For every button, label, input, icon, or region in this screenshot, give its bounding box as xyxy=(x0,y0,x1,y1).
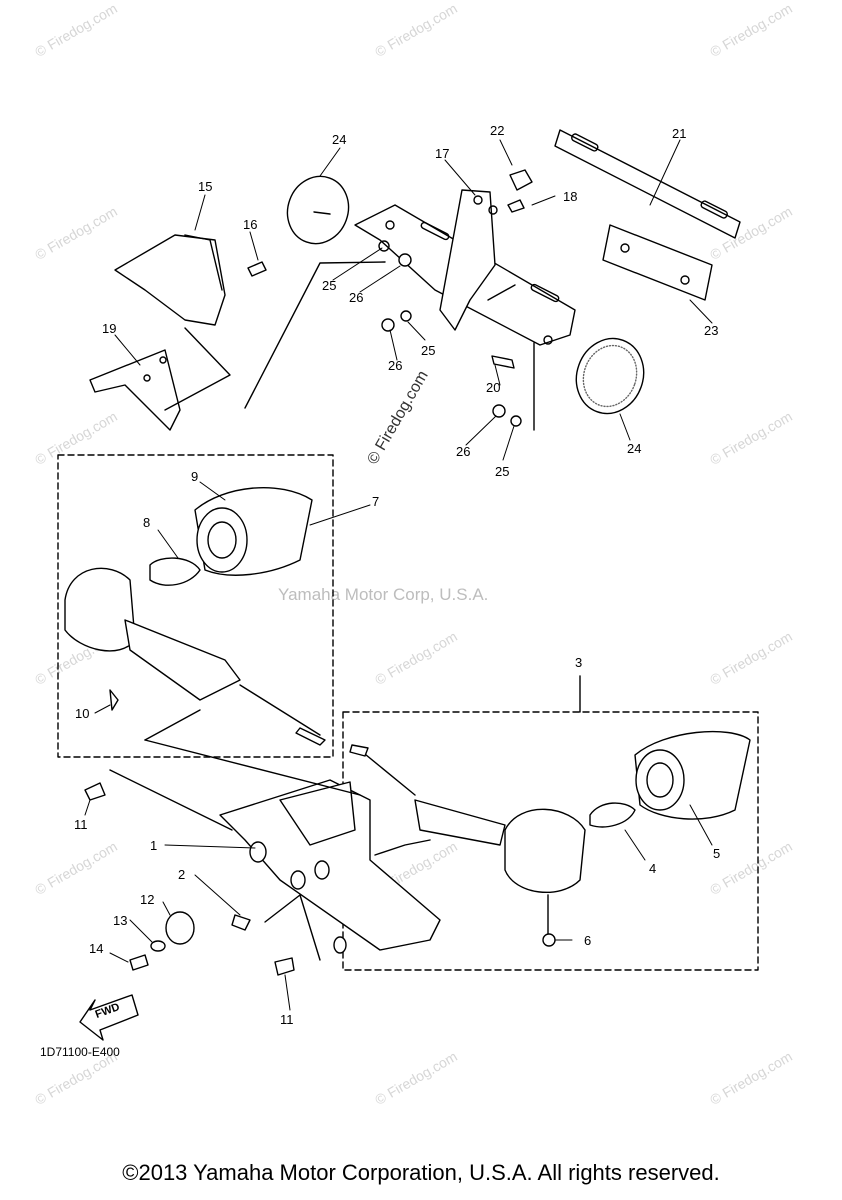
callout-21: 21 xyxy=(672,126,687,141)
fwd-arrow xyxy=(79,994,139,1041)
callout-11-bottom: 11 xyxy=(280,1012,294,1027)
callout-3: 3 xyxy=(575,655,583,670)
reflector-24-top xyxy=(286,175,350,245)
callout-25-mid: 25 xyxy=(421,343,436,358)
callout-26-bottom: 26 xyxy=(456,444,471,459)
callout-1: 1 xyxy=(150,838,158,853)
copyright-notice: ©2013 Yamaha Motor Corporation, U.S.A. A… xyxy=(122,1160,720,1185)
callout-24-top: 24 xyxy=(332,132,347,147)
turn-signal-right xyxy=(349,730,751,941)
tail-light-housing xyxy=(219,779,441,954)
callout-15: 15 xyxy=(198,179,213,194)
callout-17: 17 xyxy=(435,146,450,161)
callout-8: 8 xyxy=(143,515,151,530)
callout-24-bottom: 24 xyxy=(627,441,642,456)
callout-25-bottom: 25 xyxy=(495,464,510,479)
small-parts xyxy=(84,782,556,976)
group-box-7 xyxy=(57,454,334,758)
reflector-24-bottom xyxy=(575,337,645,415)
group-box-3 xyxy=(342,711,759,971)
callout-14: 14 xyxy=(89,941,104,956)
callout-5: 5 xyxy=(713,846,721,861)
callout-9: 9 xyxy=(191,469,199,484)
turn-signal-left xyxy=(64,486,326,746)
fasteners xyxy=(247,169,533,427)
cover-15 xyxy=(114,234,226,326)
callout-6: 6 xyxy=(584,933,592,948)
callout-23: 23 xyxy=(704,323,719,338)
plate-part-23 xyxy=(602,224,713,301)
callout-26-top: 26 xyxy=(349,290,364,305)
callout-26-mid: 26 xyxy=(388,358,403,373)
callout-20: 20 xyxy=(486,380,501,395)
callout-10: 10 xyxy=(75,706,90,721)
callout-11-left: 11 xyxy=(74,817,88,832)
center-watermark: Yamaha Motor Corp, U.S.A. xyxy=(278,585,489,604)
callout-18: 18 xyxy=(563,189,578,204)
stay-19 xyxy=(89,349,181,431)
callout-7: 7 xyxy=(372,494,380,509)
callout-19: 19 xyxy=(102,321,117,336)
main-bracket xyxy=(354,189,576,346)
diagram-code: 1D71100-E400 xyxy=(40,1045,120,1059)
callout-16: 16 xyxy=(243,217,258,232)
license-bracket xyxy=(554,129,741,239)
callout-2: 2 xyxy=(178,867,186,882)
callout-12: 12 xyxy=(140,892,155,907)
callout-leaders xyxy=(84,139,713,1011)
callout-22: 22 xyxy=(490,123,505,138)
callout-25-top: 25 xyxy=(322,278,337,293)
callout-4: 4 xyxy=(649,861,657,876)
callout-13: 13 xyxy=(113,913,128,928)
